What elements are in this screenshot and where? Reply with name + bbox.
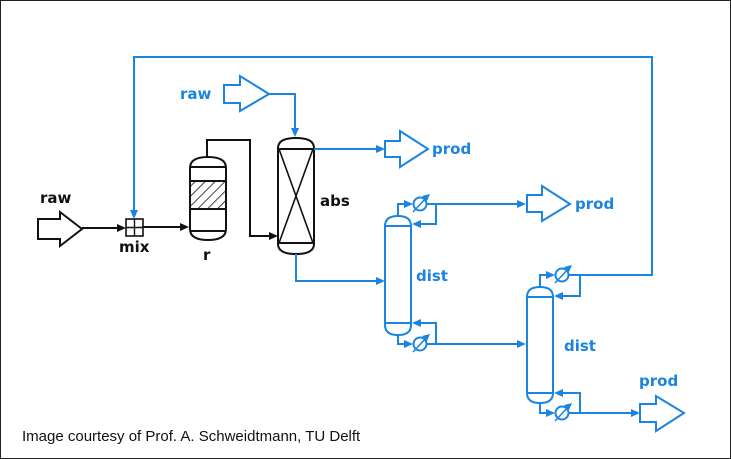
- stream-dist-1-to-prod-2: [436, 200, 526, 208]
- product-prod-2-label: prod: [575, 195, 614, 213]
- stream-dist-1-to-dist-2: [426, 340, 526, 348]
- stream-raw-to-mix: [82, 224, 126, 232]
- dist-1-label: dist: [416, 267, 448, 285]
- mixer-label: mix: [119, 238, 150, 256]
- absorber-unit: abs: [277, 136, 350, 256]
- dist-2-condenser: [539, 265, 581, 300]
- product-prod-1-label: prod: [432, 140, 471, 158]
- product-prod-3-label: prod: [639, 372, 678, 390]
- stream-recycle-to-mixer: [130, 56, 653, 276]
- feed-raw-1: raw: [37, 189, 84, 249]
- image-caption: Image courtesy of Prof. A. Schweidtmann,…: [22, 428, 361, 445]
- stream-absorber-to-dist-1: [295, 254, 385, 285]
- reactor-unit: r: [189, 155, 227, 264]
- stream-absorber-to-prod-1: [314, 145, 385, 153]
- stream-raw2-to-absorber: [269, 93, 299, 137]
- reactor-label: r: [203, 246, 211, 264]
- distillation-column-1: dist: [384, 214, 448, 337]
- dist-1-condenser: [397, 194, 437, 228]
- product-prod-2: prod: [526, 184, 614, 223]
- dist-1-reboiler: [397, 319, 437, 353]
- stream-dist-2-to-prod-3: [568, 409, 640, 417]
- feed-raw-2-label: raw: [180, 85, 212, 103]
- feed-raw-1-label: raw: [40, 189, 72, 207]
- feed-raw-2: raw: [180, 74, 271, 113]
- stream-mix-to-reactor: [143, 223, 189, 231]
- product-prod-3: prod: [639, 372, 686, 433]
- dist-2-label: dist: [564, 337, 596, 355]
- stream-reactor-to-absorber: [206, 139, 278, 240]
- product-prod-1: prod: [384, 129, 471, 169]
- distillation-column-2: dist: [526, 285, 596, 405]
- absorber-label: abs: [320, 192, 350, 210]
- dist-2-reboiler: [539, 389, 581, 422]
- mixer-unit: mix: [119, 218, 150, 256]
